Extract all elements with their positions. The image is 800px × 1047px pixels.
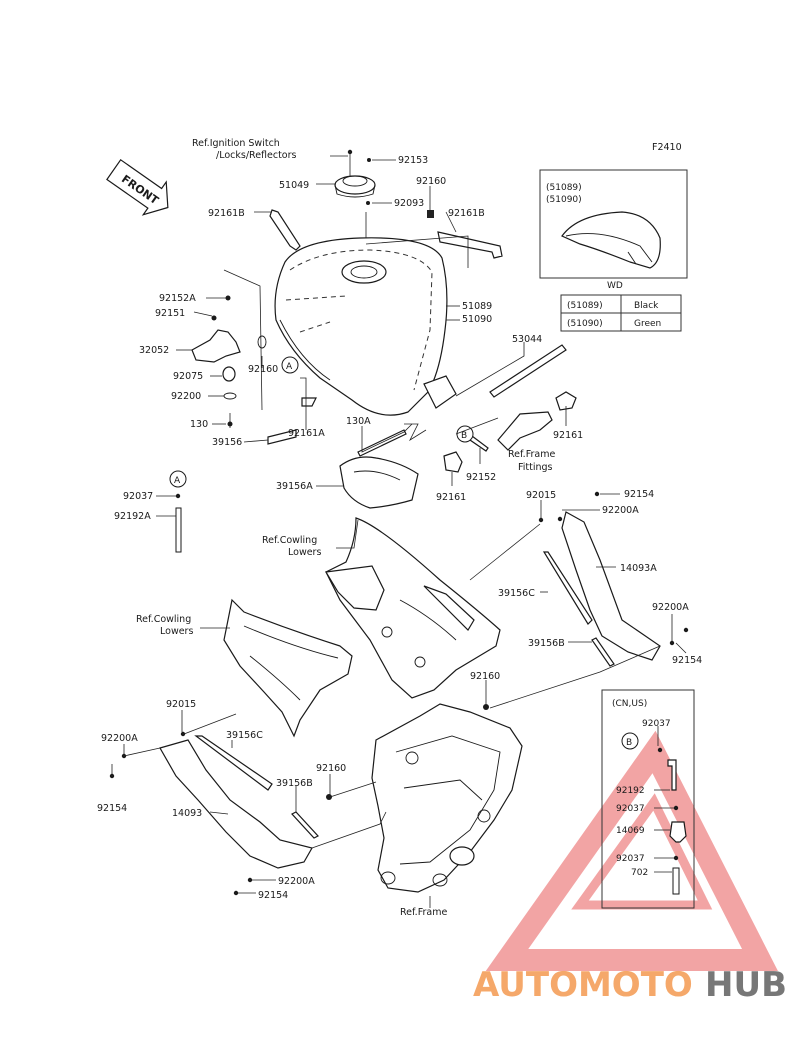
label-130: 130: [190, 419, 208, 430]
variant-code-2: (51090): [546, 195, 582, 205]
label-39156b-left: 39156B: [276, 778, 313, 789]
label-92200a-left: 92200A: [101, 733, 138, 744]
label-92200: 92200: [171, 391, 201, 402]
label-92161b-right: 92161B: [448, 208, 485, 219]
label-92152: 92152: [466, 472, 496, 483]
cn-us-item-5: 92037: [616, 854, 645, 864]
cn-us-item-3: 92037: [616, 804, 645, 814]
label-92200a-right: 92200A: [652, 602, 689, 613]
label-92153: 92153: [398, 155, 428, 166]
strip-53044: [489, 344, 567, 398]
label-53044: 53044: [512, 334, 542, 345]
label-92075: 92075: [173, 371, 203, 382]
label-92037: 92037: [123, 491, 153, 502]
label-ref-frame-fittings-2: Fittings: [518, 462, 553, 473]
color-table-part-1: (51089): [567, 301, 603, 311]
label-51089: 51089: [462, 301, 492, 312]
variant-code-1: (51089): [546, 183, 582, 193]
cover-14093: [159, 739, 313, 869]
bracket-92161b-right: [437, 231, 503, 259]
variant-caption: WD: [607, 281, 623, 291]
label-92154-left: 92154: [97, 803, 127, 814]
label-32052: 32052: [139, 345, 169, 356]
frame: [371, 703, 523, 893]
cn-us-box: (CN,US) B 92037 92192 92037 14069 92037 …: [601, 689, 695, 909]
label-92160-mid: 92160: [248, 364, 278, 375]
label-92160-top: 92160: [416, 176, 446, 187]
diagram-code: F2410: [652, 142, 682, 153]
cn-us-item-4: 14069: [616, 826, 645, 836]
label-92161b-left: 92161B: [208, 208, 245, 219]
label-39156: 39156: [212, 437, 242, 448]
label-ref-ignition: Ref.Ignition Switch: [192, 138, 280, 149]
label-39156b-right: 39156B: [528, 638, 565, 649]
label-130a: 130A: [346, 416, 371, 427]
color-table-part-2: (51090): [567, 319, 603, 329]
front-arrow-icon: FRONT: [106, 158, 169, 216]
label-92161-right: 92161: [553, 430, 583, 441]
label-ref-cowling-1: Ref.Cowling: [262, 535, 317, 546]
label-14093a: 14093A: [620, 563, 657, 574]
watermark-logo: [485, 730, 778, 971]
label-92160-low2: 92160: [316, 763, 346, 774]
label-92154-top: 92154: [624, 489, 654, 500]
pad-39156a: [339, 456, 419, 509]
svg-text:A: A: [286, 362, 293, 372]
label-ref-cowling-2: Ref.Cowling: [136, 614, 191, 625]
cowl-inner-left: [223, 598, 353, 738]
watermark-automoto: AUTOMOTO: [473, 965, 693, 1005]
leader-lines: [111, 155, 687, 908]
label-ref-frame: Ref.Frame: [400, 907, 447, 918]
label-92152a: 92152A: [159, 293, 196, 304]
cover-14093a: [561, 511, 661, 661]
label-92015-left: 92015: [166, 699, 196, 710]
color-table-color-2: Green: [634, 319, 661, 329]
cn-us-item-1: 92037: [642, 719, 671, 729]
label-ref-frame-fittings: Ref.Frame: [508, 449, 555, 460]
label-92154-bottom: 92154: [258, 890, 288, 901]
label-39156c-right: 39156C: [498, 588, 535, 599]
cn-us-item-2: 92192: [616, 786, 645, 796]
bracket-92161b-left: [269, 209, 301, 251]
label-14093: 14093: [172, 808, 202, 819]
color-table-color-1: Black: [634, 301, 659, 311]
svg-text:B: B: [461, 431, 467, 441]
label-92151: 92151: [155, 308, 185, 319]
fuel-tank-51089: [274, 237, 457, 416]
label-92161-bottom: 92161: [436, 492, 466, 503]
label-39156a: 39156A: [276, 481, 313, 492]
label-92015-right: 92015: [526, 490, 556, 501]
label-92160-lower: 92160: [470, 671, 500, 682]
cowl-inner-right: [325, 517, 501, 699]
cn-us-title: (CN,US): [612, 699, 647, 709]
label-92093: 92093: [394, 198, 424, 209]
label-92192a: 92192A: [114, 511, 151, 522]
cn-us-marker: B: [626, 738, 632, 748]
svg-text:A: A: [174, 476, 181, 486]
color-table: (51089) Black (51090) Green: [560, 294, 682, 332]
label-92200a-bottom: 92200A: [278, 876, 315, 887]
part-labels: Ref.Ignition Switch /Locks/Reflectors 92…: [97, 138, 702, 918]
marker-a-left: A: [169, 470, 187, 488]
fuel-cap-51049: [334, 175, 376, 198]
label-92161a: 92161A: [288, 428, 325, 439]
marker-a-tank: A: [281, 356, 299, 374]
label-ref-cowling-1b: Lowers: [288, 547, 321, 558]
label-ref-cowling-2b: Lowers: [160, 626, 193, 637]
label-51090: 51090: [462, 314, 492, 325]
watermark-text: AUTOMOTO HUB: [473, 965, 787, 1005]
label-ref-ignition-2: /Locks/Reflectors: [216, 150, 297, 161]
label-39156c-left: 39156C: [226, 730, 263, 741]
cn-us-item-6: 702: [631, 868, 648, 878]
watermark-hub: HUB: [705, 965, 787, 1005]
label-51049: 51049: [279, 180, 309, 191]
variant-box: (51089) (51090) WD: [539, 169, 688, 291]
label-92154-right: 92154: [672, 655, 702, 666]
bracket-32052: [191, 329, 241, 363]
label-92200a-top: 92200A: [602, 505, 639, 516]
